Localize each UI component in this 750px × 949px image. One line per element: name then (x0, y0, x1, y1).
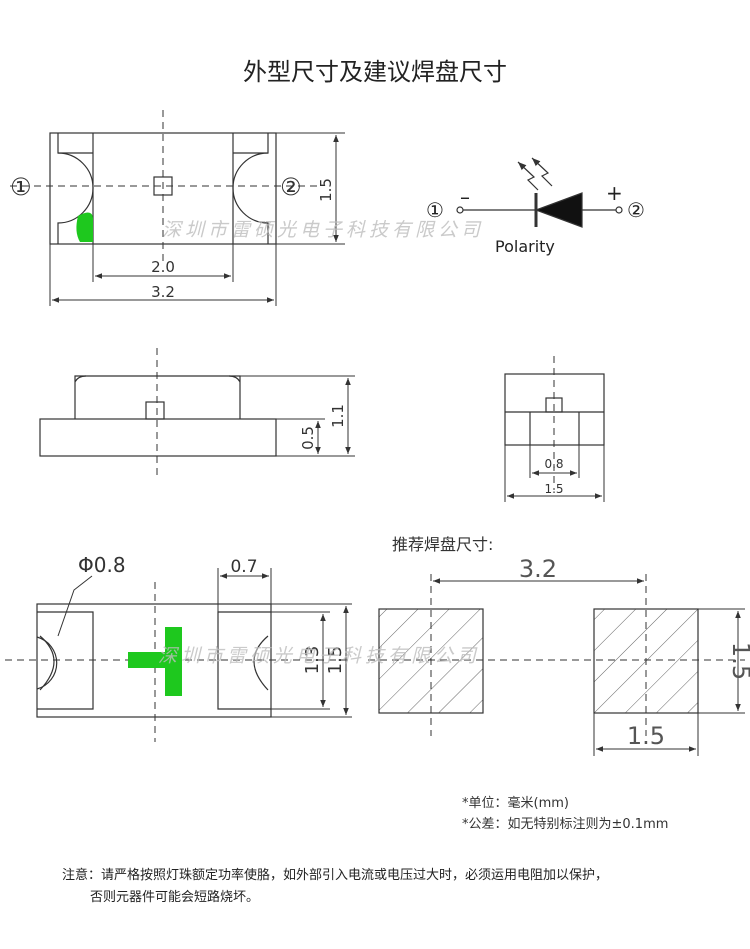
polarity-symbol (456, 157, 623, 228)
top-view-labels: ① ② 1.5 2.0 3.2 (10, 173, 335, 301)
pad-heading: 推荐焊盘尺寸: (392, 535, 494, 554)
dim-width-label: 1.5 (544, 482, 563, 496)
bottom-view-right-pad (217, 611, 271, 710)
dim-pad-width-label: 1.5 (627, 722, 665, 750)
recommended-pads-labels: 3.2 1.5 1.5 (519, 555, 750, 750)
hole-leader (57, 575, 93, 637)
side-view-base (39, 418, 277, 457)
dim-pad-label: 0.7 (230, 557, 257, 577)
bottom-view-labels: Φ0.8 0.7 1.3 1.5 (78, 553, 346, 674)
polarity-pin1-label: ① (426, 198, 444, 222)
warning-note-line2: 否则元器件可能会短路烧坏。 (90, 890, 260, 905)
dim-height-label: 1.5 (317, 178, 335, 202)
side-view-chip (145, 401, 165, 420)
end-view (504, 356, 605, 502)
bottom-view-left-hole-arc (39, 635, 55, 691)
diode-triangle-icon (534, 192, 583, 228)
watermark-text: 深圳市雷硕光电子科技有限公司 (158, 645, 480, 667)
dim-hole-label: Φ0.8 (78, 553, 126, 577)
recommended-pads (368, 574, 745, 756)
dim-length-label: 3.2 (151, 283, 175, 301)
dim-base-label: 0.5 (299, 426, 317, 450)
cathode-t-mark (128, 627, 182, 696)
dim-pitch-label: 3.2 (519, 555, 557, 583)
bottom-view-right-hole-arc (253, 635, 269, 691)
watermark-text: 深圳市雷硕光电子科技有限公司 (162, 219, 484, 241)
tolerance-note: *公差：如无特别标注则为±0.1mm (462, 817, 669, 832)
dim-inner-label: 2.0 (151, 258, 175, 276)
polarity-labels: ① – + ② Polarity (426, 181, 645, 256)
dim-inner-label: 1.3 (302, 646, 323, 675)
top-view-right-notch (232, 133, 269, 244)
dim-total-label: 1.1 (329, 404, 347, 428)
t-mark-vertical (165, 627, 182, 696)
unit-note: *单位：毫米(mm) (462, 796, 569, 811)
pin1-label: ① (10, 173, 32, 201)
polarity-pin2-label: ② (627, 198, 645, 222)
t-mark-horizontal (128, 652, 168, 668)
dim-pad-height-label: 1.5 (727, 642, 750, 680)
polarity-pin2-dot (615, 206, 623, 214)
top-view-left-notch (57, 133, 94, 244)
polarity-minus: – (460, 185, 470, 209)
top-view-dimensions (49, 132, 345, 306)
cathode-mark-green (76, 212, 93, 242)
side-view-labels: 0.5 1.1 (299, 404, 347, 450)
side-view-lens-top (74, 375, 241, 383)
light-arrow-icon (531, 157, 553, 187)
polarity-plus: + (606, 181, 623, 205)
end-view-labels: 0.8 1.5 (544, 457, 563, 496)
warning-note-line1: 注意：请严格按照灯珠额定功率使胳，如外部引入电流或电压过大时，必须运用电阻加以保… (62, 868, 609, 883)
dim-inner-label: 0.8 (544, 457, 563, 471)
polarity-label: Polarity (495, 237, 555, 256)
page-title: 外型尺寸及建议焊盘尺寸 (243, 58, 507, 86)
side-view (39, 348, 355, 480)
pin2-label: ② (280, 173, 302, 201)
dim-outer-label: 1.5 (325, 646, 346, 675)
light-arrow-icon (517, 161, 539, 191)
